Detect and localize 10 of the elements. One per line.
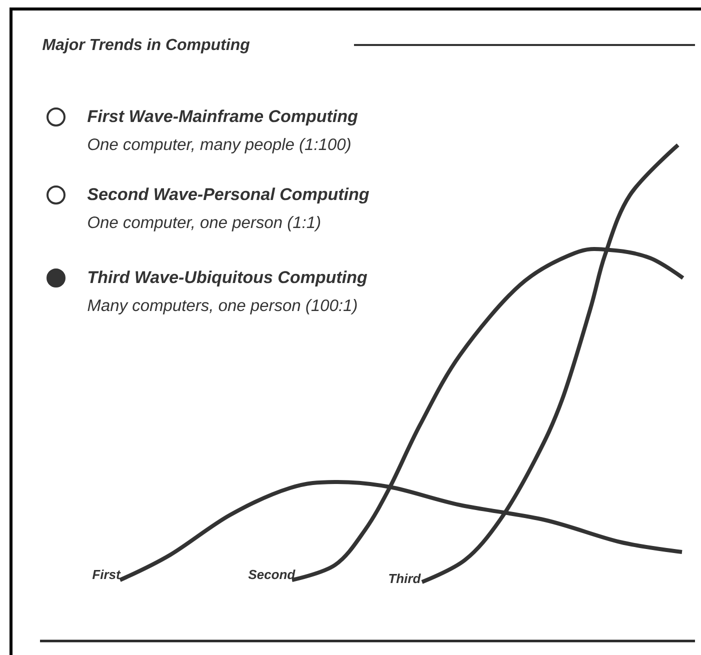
description: Many computers, one person (100:1) <box>88 299 357 314</box>
title: Major Trends in Computing <box>42 38 250 54</box>
legend-label: Third Wave-Ubiquitous Computing <box>88 270 368 287</box>
curve-label: First <box>92 570 121 580</box>
description: One computer, many people (1:100) <box>88 138 350 154</box>
legend-label: First Wave-Mainframe Computing <box>88 110 358 126</box>
curve-label: Third <box>389 574 421 584</box>
curve-label: Second <box>248 570 296 580</box>
description: One computer, one person (1:1) <box>88 216 320 232</box>
legend-label: Second Wave-Personal Computing <box>87 188 370 204</box>
